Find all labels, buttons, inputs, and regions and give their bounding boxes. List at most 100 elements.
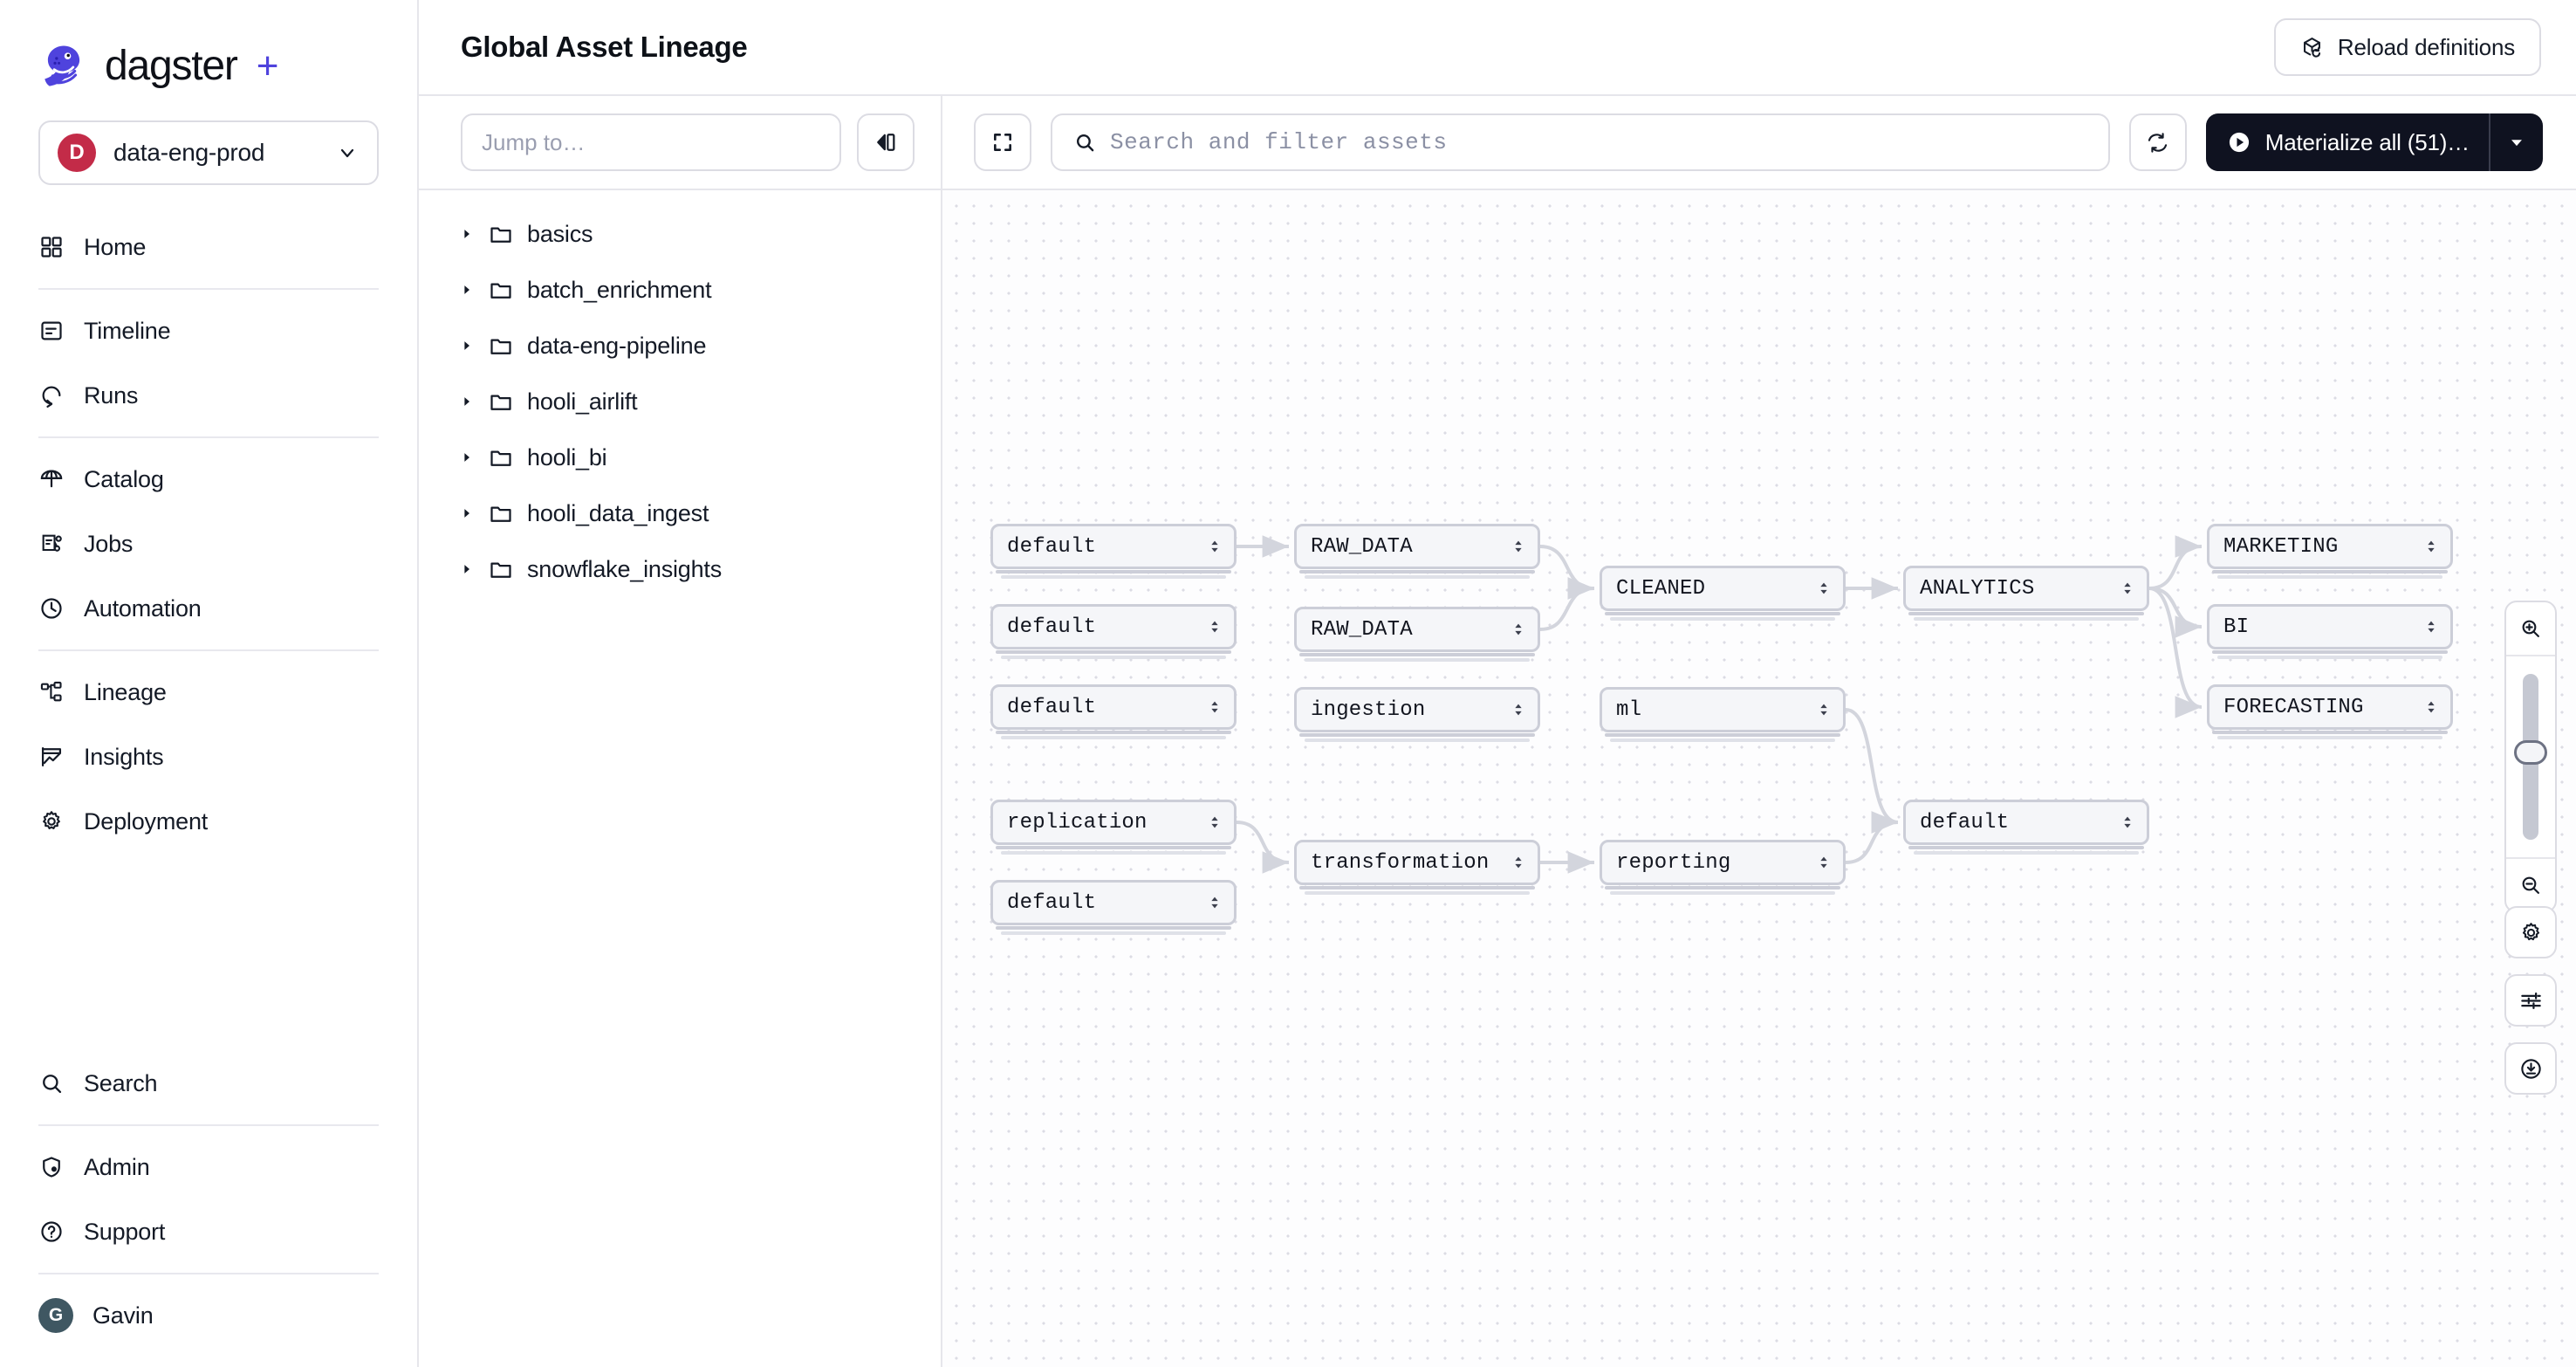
toolbar-right: Materialize all (51)…	[942, 96, 2576, 190]
graph-node[interactable]: transformation	[1294, 840, 1540, 885]
zoom-in-button[interactable]	[2506, 602, 2555, 655]
page-title: Global Asset Lineage	[461, 31, 748, 63]
graph-node-label: MARKETING	[2223, 534, 2339, 559]
up-down-stepper-icon[interactable]	[1511, 537, 1525, 556]
graph-node[interactable]: replication	[990, 800, 1237, 845]
refresh-button[interactable]	[2128, 113, 2187, 171]
caret-right-icon[interactable]	[459, 282, 489, 298]
up-down-stepper-icon[interactable]	[1208, 813, 1222, 832]
sidebar-item-search[interactable]: Search	[0, 1051, 417, 1116]
graph-node-label: BI	[2223, 615, 2250, 639]
nav-divider	[38, 288, 379, 290]
graph-node[interactable]: default	[990, 684, 1237, 730]
up-down-stepper-icon[interactable]	[1511, 853, 1525, 872]
up-down-stepper-icon[interactable]	[2120, 813, 2134, 832]
graph-node[interactable]: RAW_DATA	[1294, 524, 1540, 569]
sidebar-item-automation[interactable]: Automation	[0, 576, 417, 641]
graph-edges	[1236, 535, 2203, 874]
up-down-stepper-icon[interactable]	[2424, 617, 2438, 636]
graph-node[interactable]: ingestion	[1294, 687, 1540, 732]
sidebar-item-admin[interactable]: Admin	[0, 1135, 417, 1199]
download-graph-button[interactable]	[2504, 1042, 2557, 1095]
up-down-stepper-icon[interactable]	[2424, 697, 2438, 717]
graph-node[interactable]: ANALYTICS	[1903, 566, 2149, 611]
deployment-picker[interactable]: D data-eng-prod	[38, 120, 379, 185]
graph-node[interactable]: CLEANED	[1600, 566, 1846, 611]
fit-to-screen-button[interactable]	[974, 113, 1031, 171]
tree-row[interactable]: batch_enrichment	[419, 262, 941, 318]
up-down-stepper-icon[interactable]	[1817, 853, 1831, 872]
up-down-stepper-icon[interactable]	[1208, 617, 1222, 636]
graph-node[interactable]: FORECASTING	[2207, 684, 2453, 730]
caret-right-icon[interactable]	[459, 505, 489, 521]
graph-node-label: FORECASTING	[2223, 695, 2364, 719]
tree-row[interactable]: hooli_airlift	[419, 374, 941, 429]
up-down-stepper-icon[interactable]	[1817, 700, 1831, 719]
graph-node[interactable]: default	[1903, 800, 2149, 845]
clock-icon	[38, 595, 65, 622]
download-circle-icon	[2519, 1057, 2543, 1081]
graph-node-stack	[1903, 611, 2149, 622]
up-down-stepper-icon[interactable]	[1208, 697, 1222, 717]
folder-icon	[489, 501, 527, 526]
caret-right-icon[interactable]	[459, 338, 489, 354]
graph-settings-button[interactable]	[2504, 906, 2557, 958]
question-circle-icon	[38, 1219, 65, 1245]
graph-node[interactable]: default	[990, 604, 1237, 649]
graph-node[interactable]: BI	[2207, 604, 2453, 649]
layout-options-button[interactable]	[2504, 974, 2557, 1027]
caret-right-icon[interactable]	[459, 450, 489, 465]
up-down-stepper-icon[interactable]	[1817, 579, 1831, 598]
sidebar-item-deployment[interactable]: Deployment	[0, 789, 417, 854]
search-input[interactable]	[1110, 129, 2087, 155]
sidebar-item-home[interactable]: Home	[0, 215, 417, 279]
asset-search-box[interactable]	[1051, 113, 2110, 171]
zoom-divider	[2506, 857, 2555, 859]
jump-to-input[interactable]	[461, 113, 841, 171]
sidebar-item-timeline[interactable]: Timeline	[0, 299, 417, 363]
zoom-out-button[interactable]	[2506, 859, 2555, 911]
materialize-dropdown-button[interactable]	[2489, 113, 2543, 171]
sidebar-item-insights[interactable]: Insights	[0, 725, 417, 789]
graph-node[interactable]: reporting	[1600, 840, 1846, 885]
grid-icon	[38, 234, 65, 260]
caret-right-icon[interactable]	[459, 394, 489, 409]
graph-node-stack	[990, 730, 1237, 740]
reload-definitions-button[interactable]: Reload definitions	[2273, 18, 2541, 76]
sidebar-item-jobs[interactable]: Jobs	[0, 512, 417, 576]
graph-node[interactable]: default	[990, 880, 1237, 925]
graph-node[interactable]: MARKETING	[2207, 524, 2453, 569]
sidebar-item-support[interactable]: Support	[0, 1199, 417, 1264]
brand[interactable]: dagster +	[0, 0, 417, 96]
sidebar-item-runs[interactable]: Runs	[0, 363, 417, 428]
collapse-left-panel-button[interactable]	[857, 113, 915, 171]
graph-node-label: ingestion	[1311, 697, 1426, 722]
materialize-all-label: Materialize all (51)…	[2264, 128, 2470, 155]
tree-row[interactable]: snowflake_insights	[419, 541, 941, 597]
up-down-stepper-icon[interactable]	[2120, 579, 2134, 598]
tree-row[interactable]: hooli_bi	[419, 429, 941, 485]
up-down-stepper-icon[interactable]	[1208, 537, 1222, 556]
tree-row[interactable]: hooli_data_ingest	[419, 485, 941, 541]
caret-right-icon[interactable]	[459, 226, 489, 242]
tree-row[interactable]: basics	[419, 206, 941, 262]
graph-node[interactable]: ml	[1600, 687, 1846, 732]
up-down-stepper-icon[interactable]	[1208, 893, 1222, 912]
sidebar-item-user[interactable]: G Gavin	[0, 1283, 417, 1348]
zoom-slider[interactable]	[2506, 656, 2555, 857]
graph-node-label: default	[1007, 534, 1097, 559]
sidebar-item-lineage[interactable]: Lineage	[0, 660, 417, 725]
tree-row[interactable]: data-eng-pipeline	[419, 318, 941, 374]
graph-node[interactable]: RAW_DATA	[1294, 607, 1540, 652]
sidebar-item-label: Admin	[84, 1153, 150, 1180]
caret-right-icon[interactable]	[459, 561, 489, 577]
up-down-stepper-icon[interactable]	[2424, 537, 2438, 556]
graph-node[interactable]: default	[990, 524, 1237, 569]
zoom-divider	[2506, 655, 2555, 656]
sidebar-item-catalog[interactable]: Catalog	[0, 447, 417, 512]
up-down-stepper-icon[interactable]	[1511, 700, 1525, 719]
materialize-all-button[interactable]: Materialize all (51)…	[2205, 113, 2489, 171]
zoom-slider-thumb[interactable]	[2514, 740, 2547, 765]
up-down-stepper-icon[interactable]	[1511, 620, 1525, 639]
